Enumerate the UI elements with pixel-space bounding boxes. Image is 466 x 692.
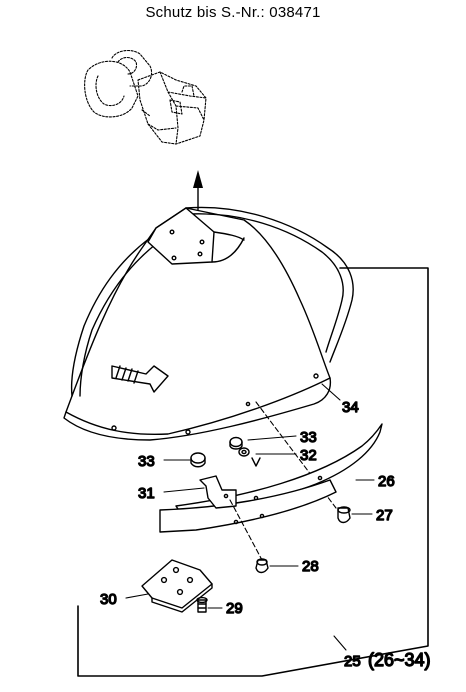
part-32-washer xyxy=(238,447,250,457)
label-33-right: 33 xyxy=(300,429,317,446)
label-34: 34 xyxy=(342,399,359,416)
label-33-left: 33 xyxy=(138,453,155,470)
up-arrow-icon xyxy=(193,170,203,188)
part-32-small-clip xyxy=(251,457,261,467)
label-30: 30 xyxy=(100,591,117,608)
bracket-part-31 xyxy=(199,475,237,509)
label-31: 31 xyxy=(138,485,155,502)
label-28: 28 xyxy=(302,558,319,575)
screw-28-axis xyxy=(229,499,263,561)
assembly-bracket-part-25 xyxy=(77,267,429,677)
trimmer-head-illustration xyxy=(84,49,207,145)
label-26: 26 xyxy=(378,473,395,490)
guard-part-34 xyxy=(63,206,354,441)
screw-part-28 xyxy=(255,558,269,574)
label-32: 32 xyxy=(300,447,317,464)
label-29: 29 xyxy=(226,600,243,617)
screw-32-axis xyxy=(255,401,337,509)
leader-lines xyxy=(125,383,375,651)
label-27: 27 xyxy=(376,507,393,524)
label-25-range: (26~34) xyxy=(368,650,431,670)
diagram-title: Schutz bis S.-Nr.: 038471 xyxy=(145,4,321,21)
part-33-nut-right xyxy=(229,436,243,450)
label-25: 25 xyxy=(344,653,361,670)
screw-part-27 xyxy=(337,506,351,524)
part-33-nut-left xyxy=(190,452,206,468)
plate-part-30 xyxy=(141,559,213,613)
screw-part-29 xyxy=(196,596,208,613)
